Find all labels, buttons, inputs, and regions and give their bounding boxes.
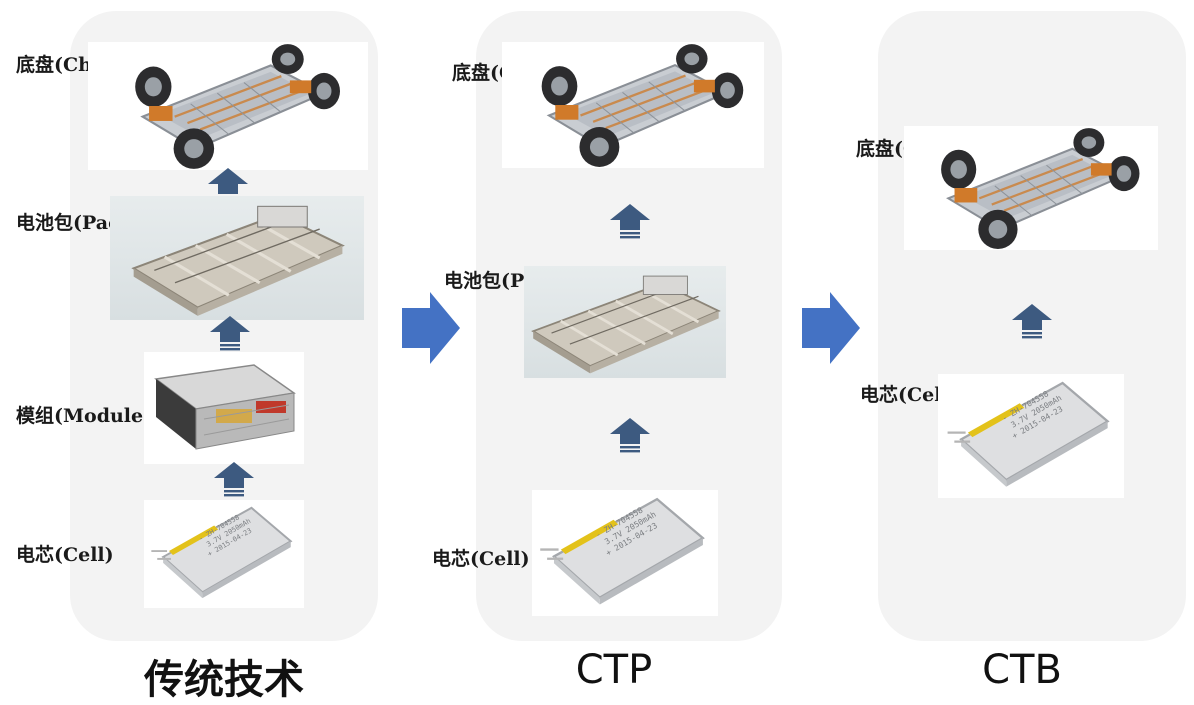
col2-up-arrow-1 [610, 204, 650, 240]
col2-cell-image: - ZH-704558 3.7V 2050mAh + 2015-04-23 [532, 490, 718, 616]
col2-chassis-image [502, 42, 764, 168]
col3-up-arrow-1 [1012, 304, 1052, 340]
col2-pack-image [524, 266, 726, 378]
col3-cell-image: - ZH-704558 3.7V 2050mAh + 2015-04-23 [938, 374, 1124, 498]
col2-up-arrow-2 [610, 418, 650, 454]
col1-cell-image: - ZH-704558 3.7V 2050mAh + 2015-04-23 [144, 500, 304, 608]
col1-chassis-image [88, 42, 368, 170]
col3-caption: CTB [982, 647, 1062, 693]
col1-up-arrow-3 [214, 462, 254, 498]
col1-module-image [144, 352, 304, 464]
col2-cell-label: 电芯(Cell) [432, 548, 530, 570]
col3-cell-label: 电芯(Cell) [860, 384, 958, 406]
col1-up-arrow-2 [210, 316, 250, 352]
col2-caption: CTP [575, 647, 653, 693]
right-arrow-1 [402, 292, 460, 364]
right-arrow-2 [802, 292, 860, 364]
col3-chassis-image [904, 126, 1158, 250]
col1-cell-label: 电芯(Cell) [16, 544, 114, 566]
col1-pack-image [110, 196, 364, 320]
col1-caption: 传统技术 [144, 657, 304, 703]
col1-module-label: 模组(Module) [16, 405, 153, 427]
